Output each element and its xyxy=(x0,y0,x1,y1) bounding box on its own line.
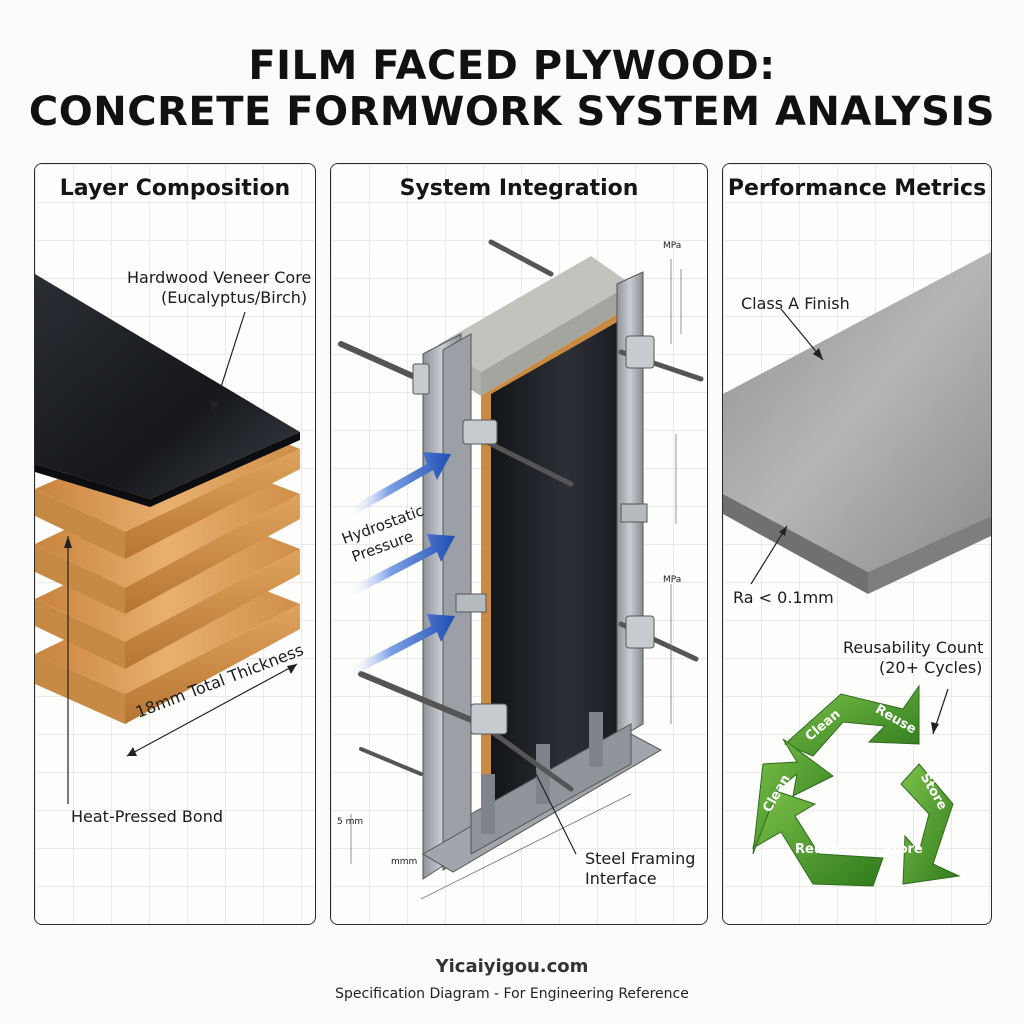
core-label-line-1: Hardwood Veneer Core xyxy=(127,268,312,287)
core-label-line-2: (Eucalyptus/Birch) xyxy=(161,288,308,307)
interface-leader-line xyxy=(530,763,577,855)
roughness-leader-line xyxy=(750,525,788,585)
panel-title-layer-composition: Layer Composition xyxy=(59,176,291,201)
thickness-dimension-line xyxy=(126,663,298,757)
concrete-finish-illustration xyxy=(723,252,991,887)
plywood-layers-illustration xyxy=(35,274,300,804)
interface-label-line-1: Steel Framing xyxy=(585,849,696,868)
mm-label: mmm xyxy=(391,857,418,867)
performance-metrics-panel: Performance Metrics Class A Finish xyxy=(722,163,992,925)
hydrostatic-pressure-arrows xyxy=(347,452,455,676)
cycle-step-store-bottom: Store xyxy=(883,842,923,857)
reuse-label-line-1: Reusability Count xyxy=(843,638,984,657)
formwork-assembly-illustration xyxy=(338,239,704,900)
steel-frame xyxy=(422,271,663,880)
core-leader-line xyxy=(212,311,246,413)
layer-composition-panel: Layer Composition xyxy=(34,163,316,925)
mpa-unit-label-top: MPa xyxy=(663,241,682,251)
concrete-slab xyxy=(723,252,991,594)
panel-title-system-integration: System Integration xyxy=(399,176,639,201)
phenolic-film-layer xyxy=(35,274,300,507)
recycle-cycle-diagram xyxy=(752,684,961,887)
finish-label: Class A Finish xyxy=(741,294,850,313)
title-line-1: FILM FACED PLYWOOD: xyxy=(248,43,776,89)
five-mm-label: 5 mm xyxy=(337,817,364,827)
cycle-step-reuse-bottom: Reuse xyxy=(795,842,840,857)
system-integration-panel: System Integration xyxy=(330,163,708,925)
plywood-film-face xyxy=(491,314,631,804)
title-line-2: CONCRETE FORMWORK SYSTEM ANALYSIS xyxy=(28,89,996,135)
reuse-label-line-2: (20+ Cycles) xyxy=(879,658,983,677)
footer-site: Yicaiyigou.com xyxy=(435,956,589,977)
panel-title-performance-metrics: Performance Metrics xyxy=(727,176,987,201)
bond-label: Heat-Pressed Bond xyxy=(71,807,223,826)
interface-label-line-2: Interface xyxy=(585,869,657,888)
footer-note: Specification Diagram - For Engineering … xyxy=(335,986,689,1002)
dimension-marks xyxy=(350,259,682,900)
roughness-label: Ra < 0.1mm xyxy=(733,588,834,607)
clamp-fittings xyxy=(412,335,655,735)
mpa-unit-label-bottom: MPa xyxy=(663,575,682,585)
